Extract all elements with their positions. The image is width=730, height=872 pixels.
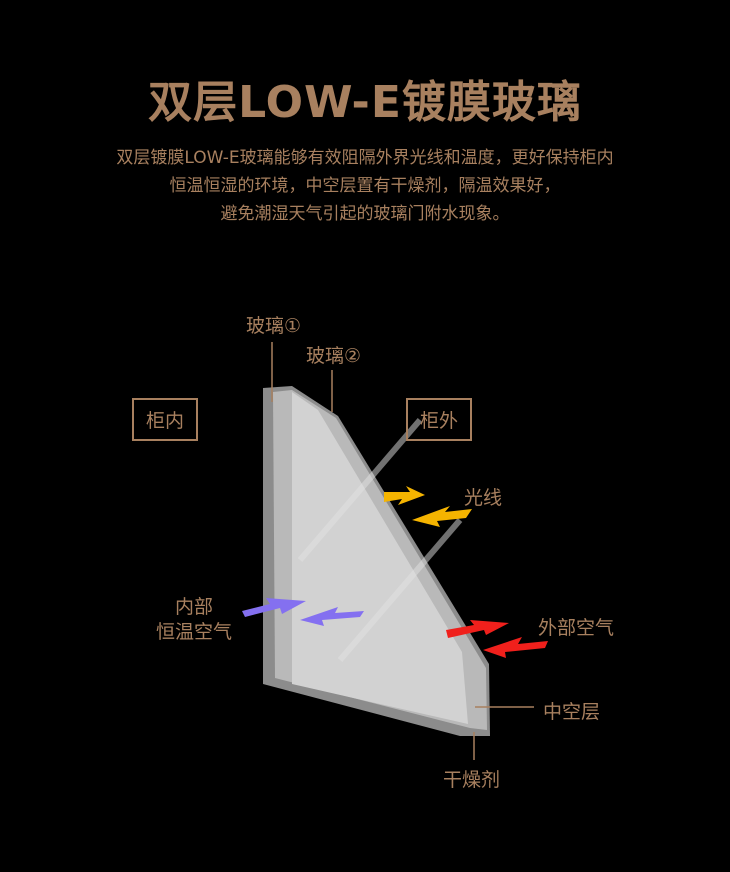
light-arrow-out	[412, 506, 472, 527]
hollow-layer-label: 中空层	[543, 701, 601, 723]
desiccant-label: 干燥剂	[443, 769, 501, 791]
glass1-label: 玻璃①	[246, 315, 302, 337]
outside-air-arrow-in	[446, 620, 509, 638]
outside-air-arrow-out	[483, 637, 548, 658]
inside-cabinet-label: 柜内	[132, 398, 199, 441]
outside-air-label: 外部空气	[538, 617, 615, 639]
description-line: 避免潮湿天气引起的玻璃门附水现象。	[220, 204, 510, 224]
page-title: 双层LOW-E镀膜玻璃	[148, 77, 582, 128]
glass2-label: 玻璃②	[306, 345, 362, 367]
inside-air-label-line: 内部	[174, 596, 213, 618]
description: 双层镀膜LOW-E玻璃能够有效阻隔外界光线和温度，更好保持柜内 恒温恒湿的环境，…	[0, 144, 730, 228]
inside-air-label-line: 恒温空气	[155, 621, 232, 643]
inside-air-arrow-out	[300, 607, 364, 626]
glass-pane-front	[292, 392, 468, 724]
inside-air-arrow-in	[242, 598, 306, 617]
light-arrow-in	[384, 486, 425, 505]
description-line: 恒温恒湿的环境，中空层置有干燥剂，隔温效果好，	[169, 176, 561, 196]
description-line: 双层镀膜LOW-E玻璃能够有效阻隔外界光线和温度，更好保持柜内	[116, 148, 614, 168]
outside-cabinet-label: 柜外	[406, 398, 473, 441]
light-label: 光线	[464, 487, 503, 509]
inside-air-label: 内部 恒温空气	[148, 595, 240, 645]
